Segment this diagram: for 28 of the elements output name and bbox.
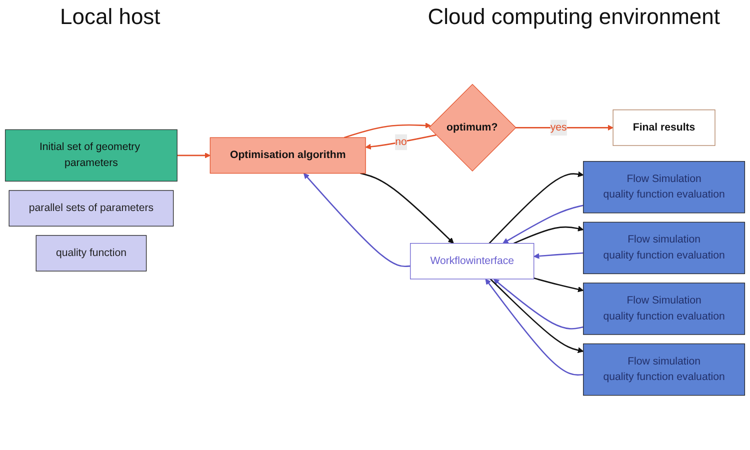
arrow bbox=[514, 226, 584, 244]
node-box: quality function bbox=[36, 235, 147, 272]
node-box: Initial set of geometry parameters bbox=[4, 130, 178, 182]
edge-label: yes bbox=[550, 122, 567, 134]
arrow bbox=[365, 134, 436, 150]
region-heading: Local host bbox=[60, 4, 160, 30]
edge-label: no bbox=[395, 136, 407, 148]
region-heading: Cloud computing environment bbox=[428, 4, 720, 30]
node-box: Workflowinterface bbox=[410, 243, 534, 280]
node-box: Flow Simulation quality function evaluation bbox=[583, 282, 746, 336]
arrow bbox=[177, 152, 210, 159]
node-diamond: optimum? bbox=[428, 84, 516, 172]
arrow bbox=[534, 252, 584, 260]
node-box: Flow simulation quality function evaluation bbox=[583, 344, 746, 396]
arrow bbox=[488, 172, 584, 244]
arrow bbox=[534, 278, 584, 292]
node-box: Final results bbox=[612, 110, 716, 146]
arrow bbox=[344, 122, 431, 138]
arrow bbox=[485, 278, 584, 376]
node-box: Optimisation algorithm bbox=[210, 137, 366, 174]
node-box: parallel sets of parameters bbox=[8, 190, 174, 227]
arrow bbox=[502, 204, 584, 244]
node-box: Flow simulation quality function evaluation bbox=[583, 222, 746, 274]
arrow bbox=[490, 278, 584, 354]
arrow bbox=[493, 278, 584, 330]
arrow bbox=[304, 173, 410, 268]
node-box: Flow Simulation quality function evaluation bbox=[583, 161, 746, 214]
arrow bbox=[360, 172, 454, 244]
